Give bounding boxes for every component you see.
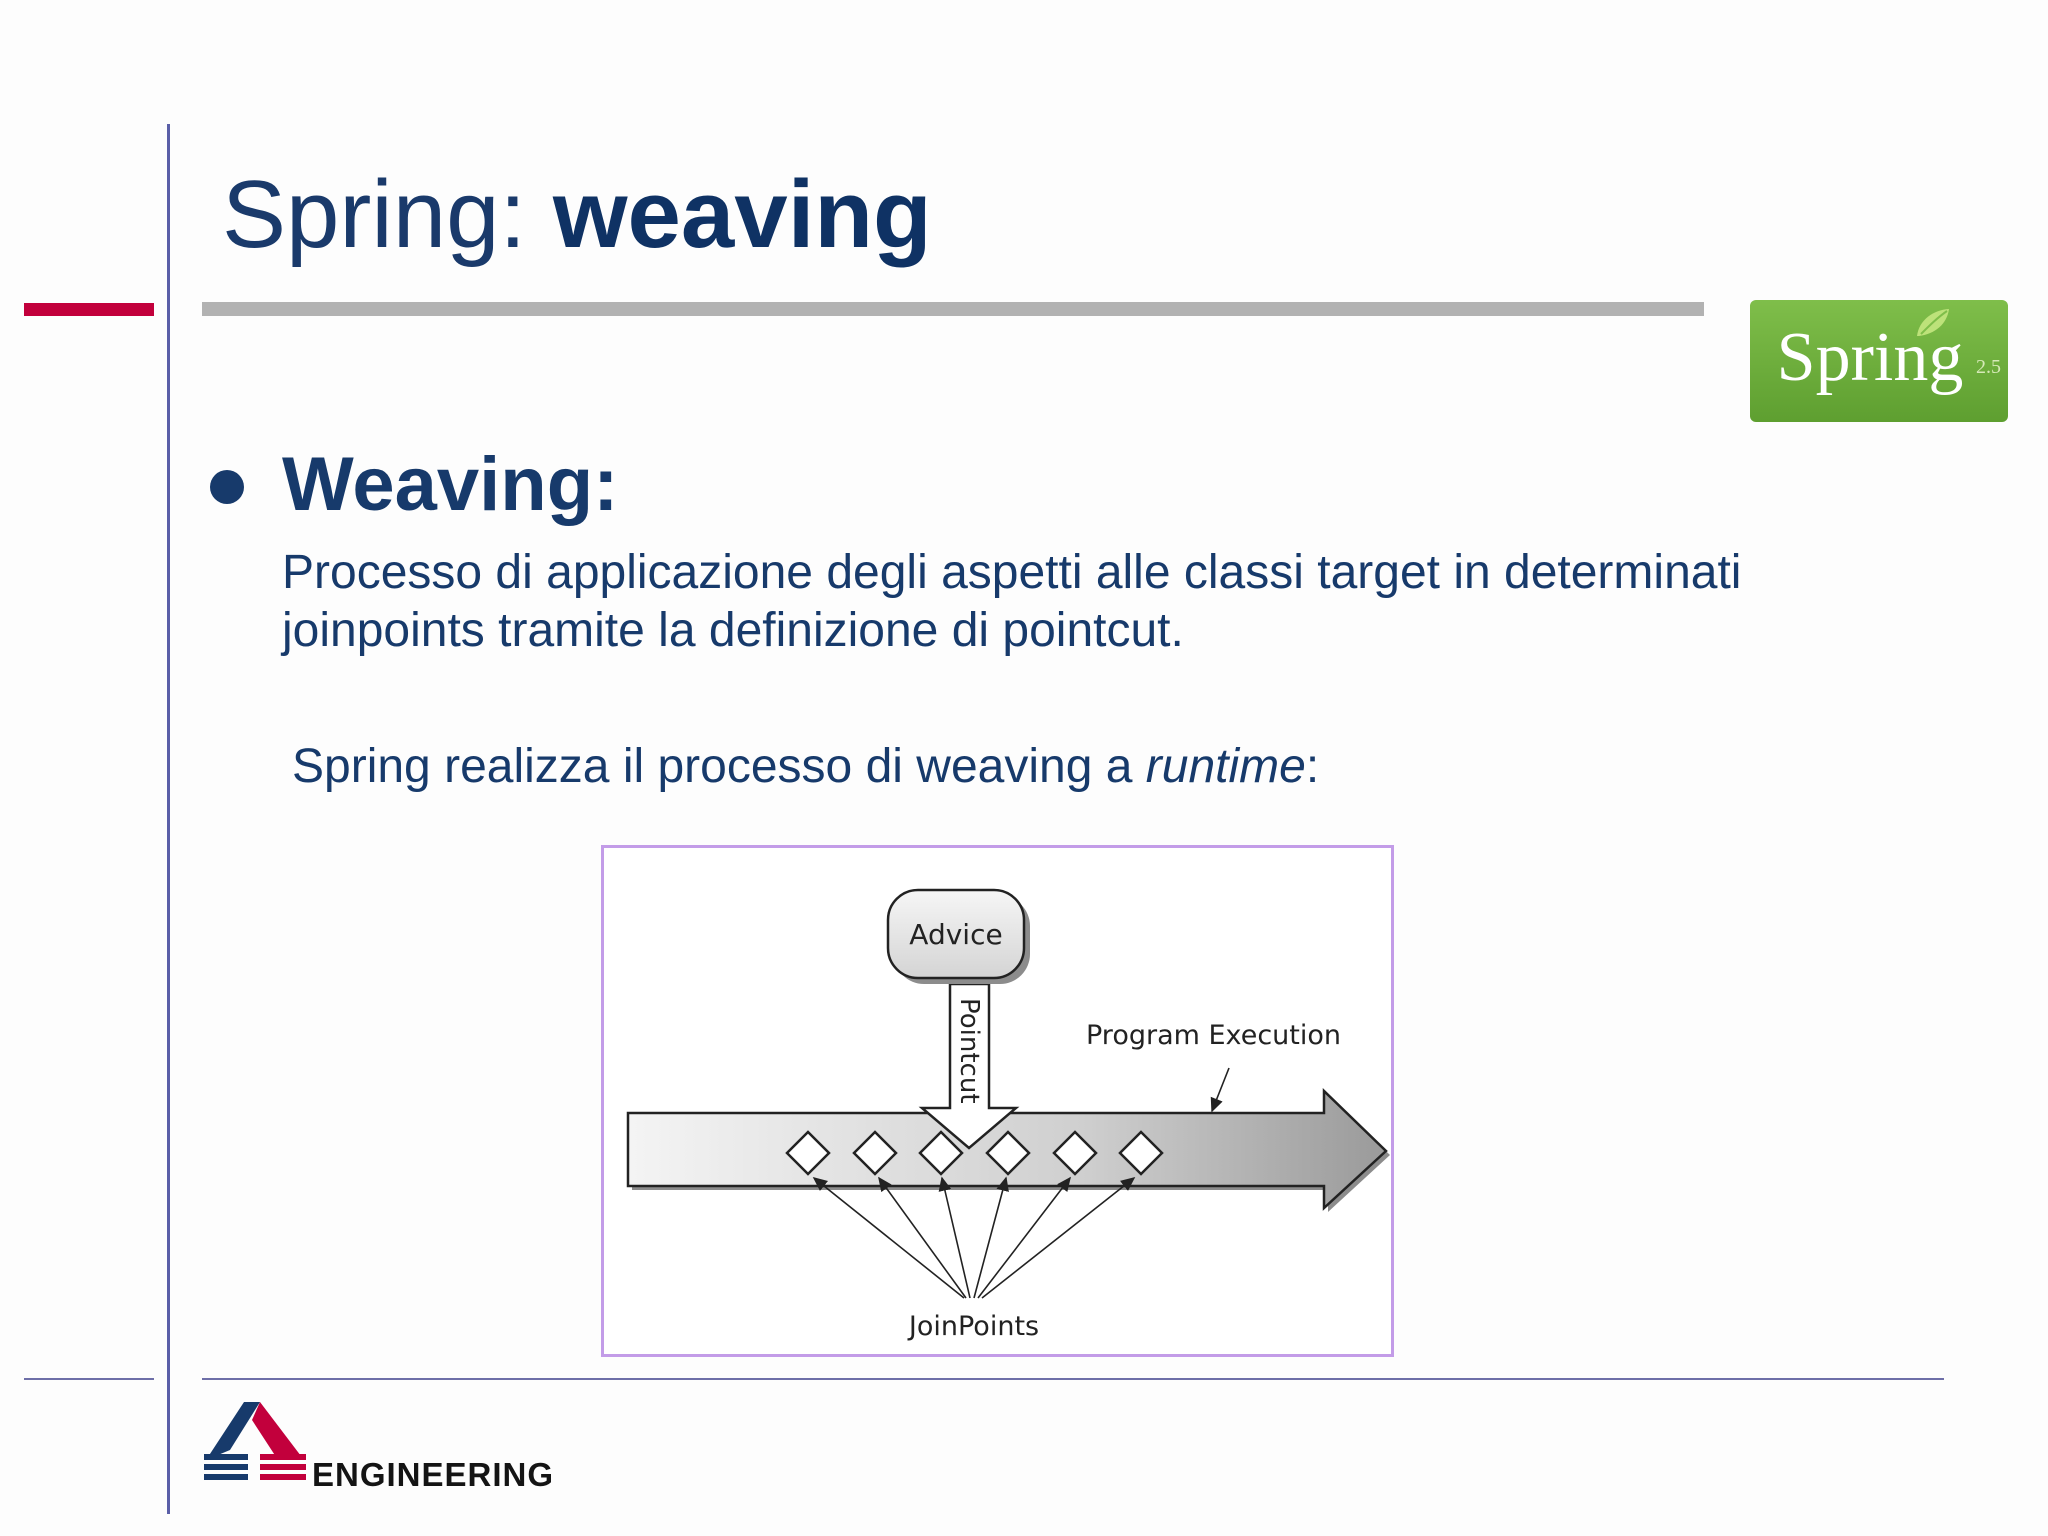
bullet-dot xyxy=(210,470,244,504)
slide-title: Spring: weaving xyxy=(222,160,932,270)
diagram-svg: Advice Pointcut Program Execution JoinPo… xyxy=(626,888,1390,1342)
joinpoint-diamond xyxy=(1052,1130,1098,1176)
joinpoint-diamond xyxy=(852,1130,898,1176)
company-name: ENGINEERING xyxy=(312,1456,555,1493)
weaving-diagram: Advice Pointcut Program Execution JoinPo… xyxy=(601,845,1394,1357)
spring-logo: Spring 2.5 xyxy=(1750,300,2008,422)
joinpoint-diamond xyxy=(785,1130,831,1176)
runtime-sentence: Spring realizza il processo di weaving a… xyxy=(292,738,1319,796)
footer-rule xyxy=(202,1378,1944,1380)
advice-box xyxy=(886,888,1030,984)
title-underline-rule xyxy=(202,302,1704,316)
program-execution-label: Program Execution xyxy=(1086,1020,1341,1051)
left-vertical-rule xyxy=(167,124,170,1514)
advice-label: Advice xyxy=(909,918,1002,951)
pointcut-arrow xyxy=(918,982,1020,1150)
title-accent-bar xyxy=(24,303,154,316)
engineering-logo-icon xyxy=(204,1402,306,1480)
joinpoint-diamond xyxy=(985,1130,1031,1176)
title-bold: weaving xyxy=(552,161,932,268)
joinpoint-diamond xyxy=(918,1130,964,1176)
joinpoint-diamonds xyxy=(785,1130,1164,1176)
joinpoint-pointers xyxy=(812,1176,1136,1299)
joinpoint-diamond xyxy=(1118,1130,1164,1176)
leaf-icon xyxy=(1917,309,1949,336)
runtime-prefix: Spring realizza il processo di weaving a xyxy=(292,740,1146,793)
pointcut-label: Pointcut xyxy=(954,998,984,1104)
logo-version: 2.5 xyxy=(1976,356,2001,378)
bullet-heading: Weaving: xyxy=(282,442,619,527)
logo-text: Spring xyxy=(1776,319,1964,396)
program-execution-pointer xyxy=(1210,1067,1230,1113)
title-prefix: Spring: xyxy=(222,161,553,268)
joinpoints-label: JoinPoints xyxy=(907,1311,1039,1342)
runtime-italic: runtime xyxy=(1145,740,1306,793)
footer-left-rule xyxy=(24,1378,154,1380)
runtime-suffix: : xyxy=(1305,740,1320,793)
definition-paragraph: Processo di applicazione degli aspetti a… xyxy=(282,546,1742,657)
